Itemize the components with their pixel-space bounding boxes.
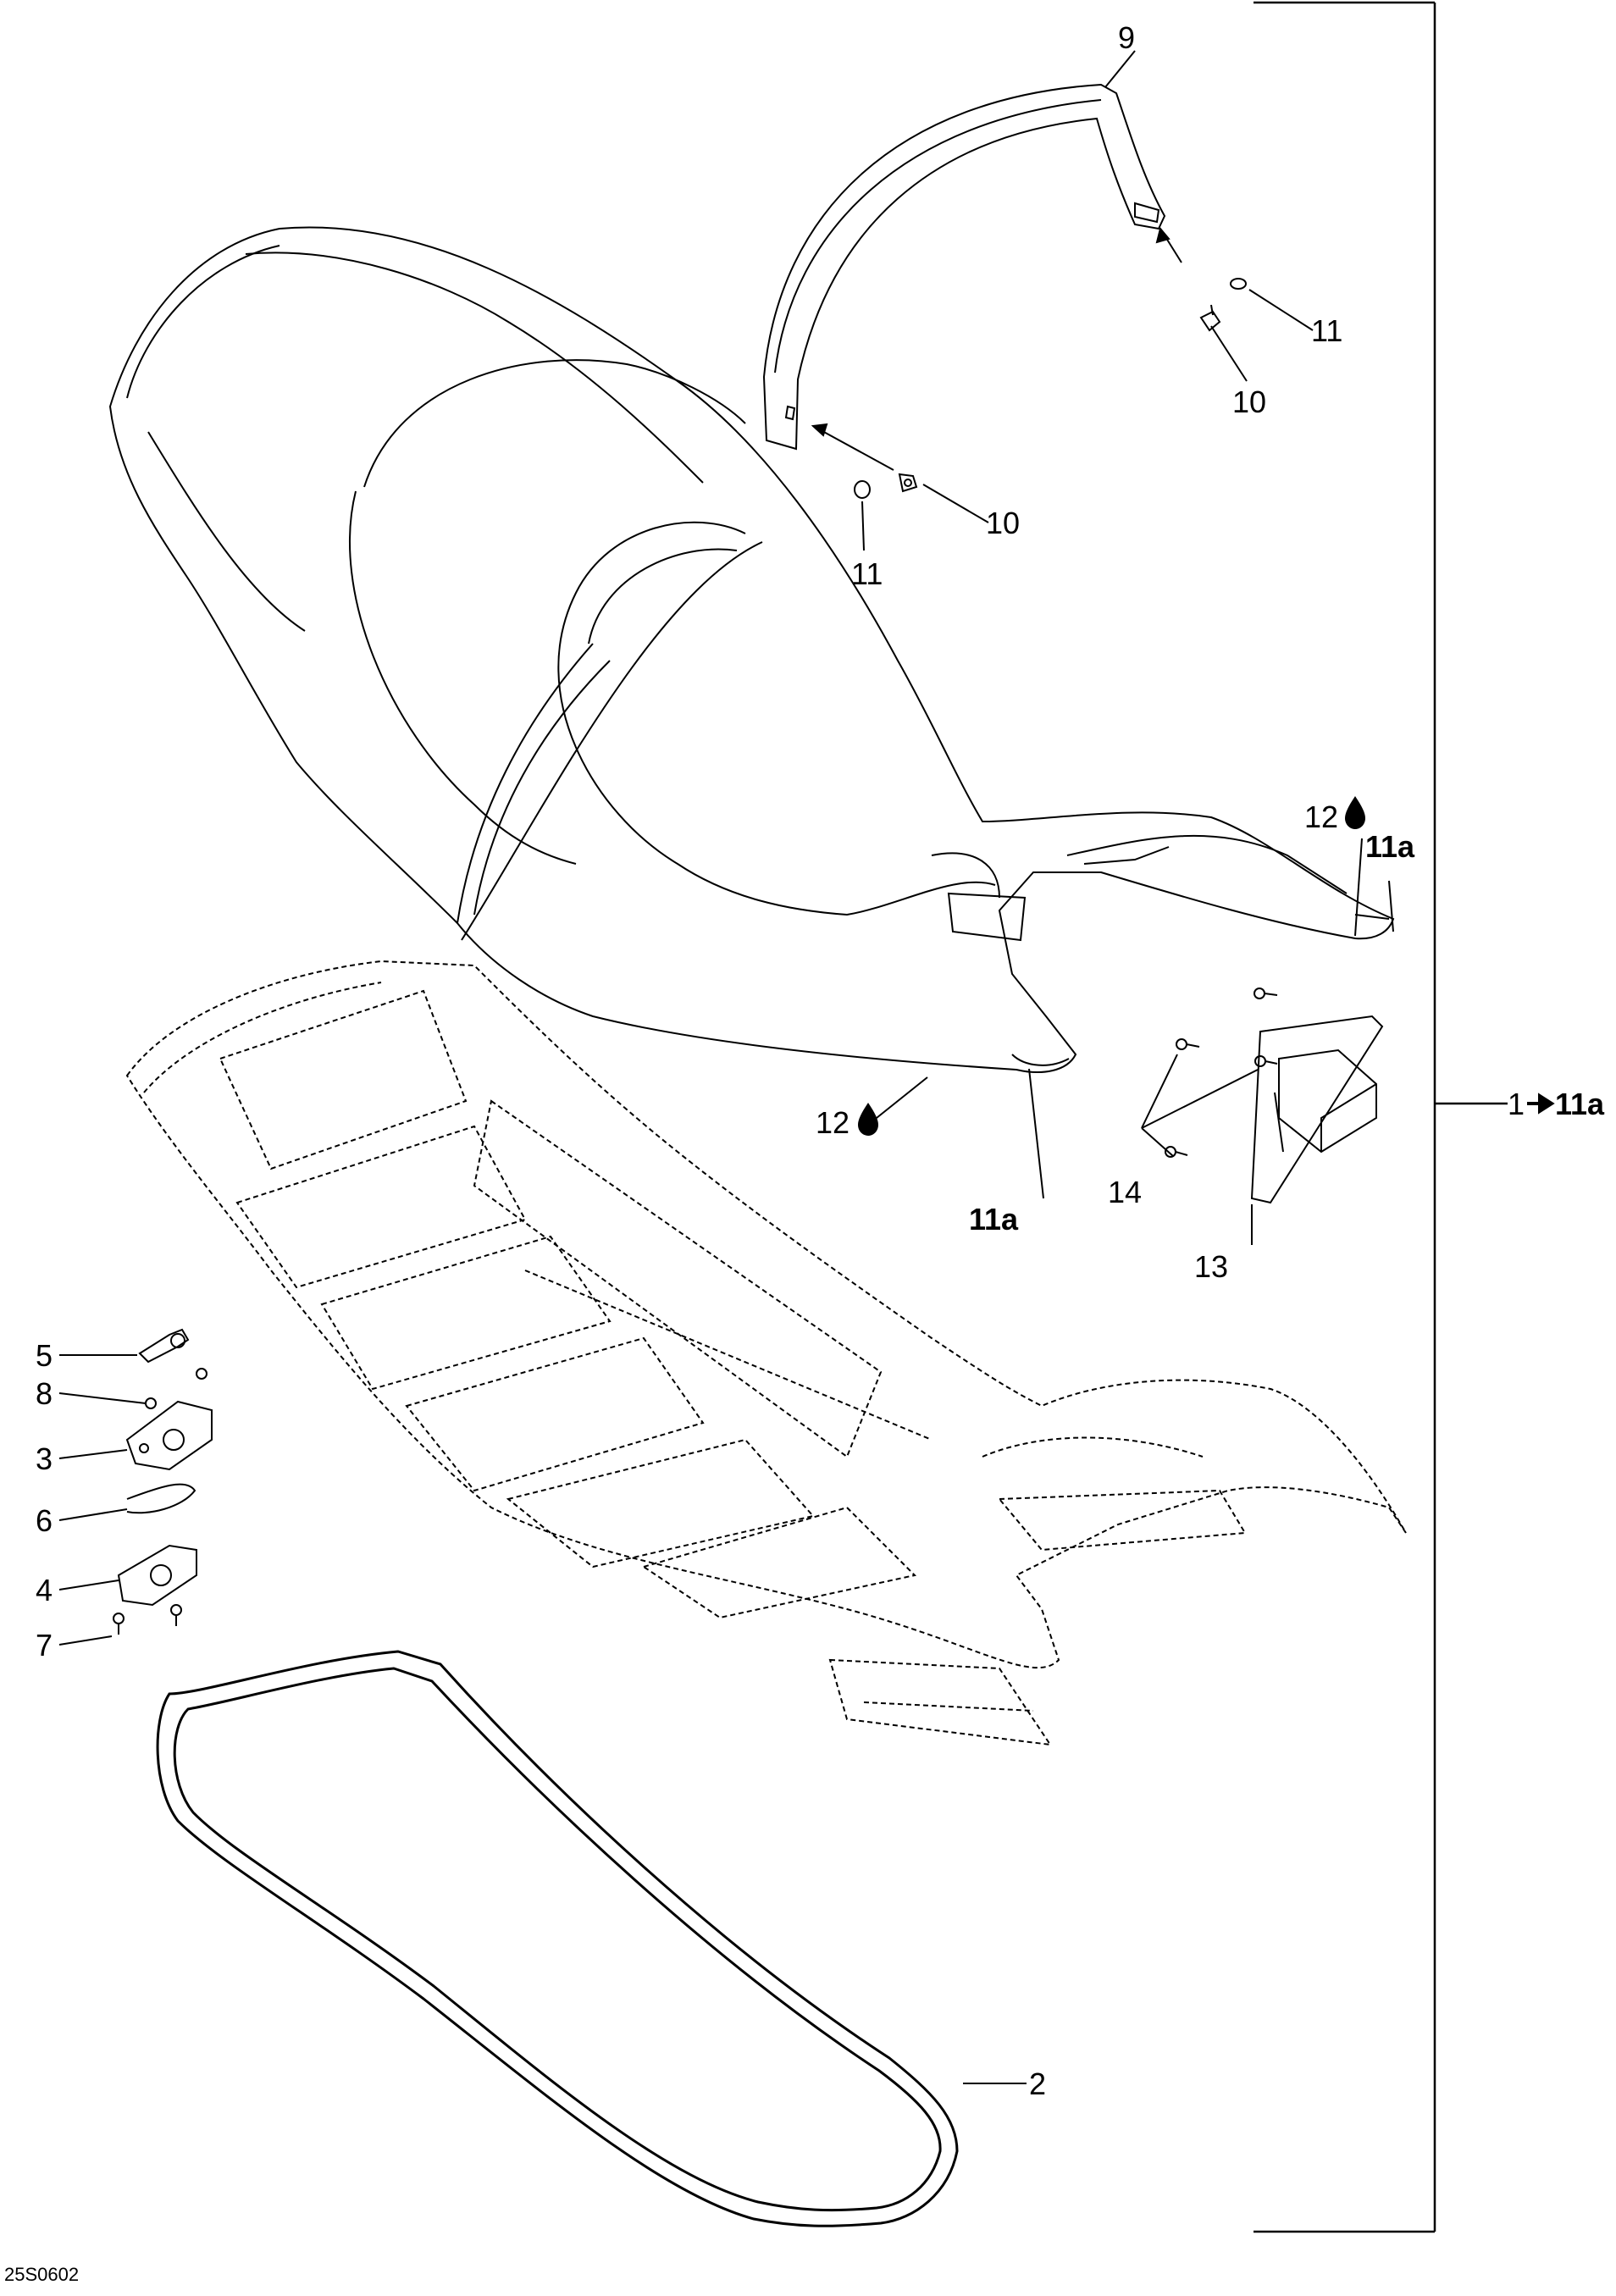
- storage-box-part: [1250, 1015, 1384, 1204]
- callout-14: 14: [1108, 1175, 1142, 1209]
- callout-2: 2: [1029, 2066, 1046, 2101]
- screw-hardware: [1165, 988, 1278, 1158]
- liquid-drop-icon: [858, 1103, 878, 1136]
- liquid-drop-icon: [1345, 796, 1365, 829]
- callout-1-range-end: 11a: [1555, 1087, 1605, 1121]
- callout-10-lower: 10: [986, 506, 1020, 540]
- seat-assembly-part: [108, 226, 1395, 1073]
- callout-8: 8: [36, 1376, 53, 1411]
- callout-6: 6: [36, 1503, 53, 1538]
- callout-5: 5: [36, 1338, 53, 1373]
- right-arrow-icon: [1527, 1093, 1555, 1115]
- callout-13: 13: [1194, 1249, 1228, 1284]
- callout-7: 7: [36, 1628, 53, 1663]
- range-bracket: [1254, 1, 1508, 2233]
- leader-lines: [58, 50, 1394, 2084]
- direction-arrows: [811, 226, 1182, 471]
- latch-assembly-part: [113, 1328, 213, 1635]
- figure-code: 25S0602: [4, 2264, 79, 2285]
- callout-11-upper: 11: [1311, 313, 1342, 348]
- callout-12-right: 12: [1304, 799, 1338, 834]
- callout-11-lower: 11: [851, 556, 883, 591]
- callout-3: 3: [36, 1441, 53, 1476]
- seat-base-part: [125, 960, 1407, 1746]
- callout-11a-bottom: 11a: [969, 1202, 1019, 1237]
- callout-4: 4: [36, 1573, 53, 1607]
- callout-1: 1: [1508, 1087, 1525, 1121]
- grab-handle-part: [762, 83, 1166, 451]
- callout-10-upper: 10: [1232, 385, 1266, 419]
- callout-9: 9: [1118, 20, 1135, 55]
- callout-11a-right: 11a: [1365, 829, 1415, 864]
- seal-part: [156, 1650, 959, 2227]
- upper-fastener-hardware: [854, 278, 1247, 499]
- callout-12-bottom: 12: [816, 1105, 850, 1140]
